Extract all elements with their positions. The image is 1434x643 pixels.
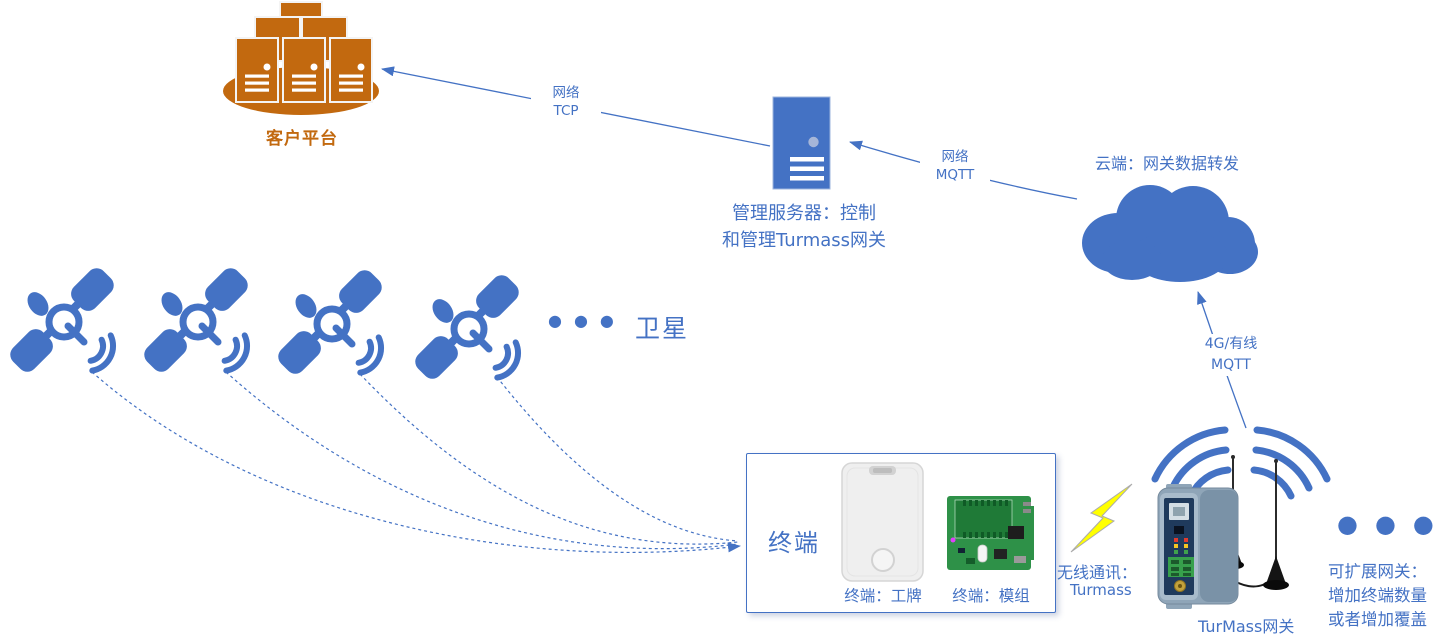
expansion-label-line3: 或者增加覆盖 — [1328, 610, 1427, 629]
customer-platform-label: 客户平台 — [266, 129, 338, 149]
satellite-icon — [6, 264, 118, 376]
module-caption: 终端：模组 — [952, 587, 1030, 605]
management-server-icon — [772, 96, 831, 190]
terminal-block — [1168, 557, 1194, 577]
management-server-label-line2: 和管理Turmass网关 — [721, 230, 887, 251]
module-pcb — [947, 496, 1034, 570]
satellite-icon — [140, 264, 252, 376]
platform-tower — [282, 37, 326, 103]
pcb-chip — [994, 549, 1007, 559]
tcp-link-label-line1: 网络 — [552, 85, 580, 101]
cloud-label: 云端：网关数据转发 — [1095, 154, 1240, 173]
customer-platform-icon — [223, 1, 379, 115]
gateway-uplink-label: 4G/有线 MQTT — [1193, 334, 1269, 376]
satellite-downlink-curve — [91, 371, 741, 553]
satellite-more-dots: ●●● — [548, 311, 626, 330]
wireless-link-label-line2: Turmass — [1070, 581, 1132, 599]
satellite-downlink-curve — [496, 376, 739, 542]
cloud-mqtt-link-label: 网络 MQTT — [920, 148, 990, 184]
satellite-icon — [274, 266, 386, 378]
gateway-device — [1157, 455, 1289, 609]
expansion-label-line2: 增加终端数量 — [1328, 586, 1427, 605]
tcp-link-label-line2: TCP — [553, 103, 579, 119]
expansion-label-line1: 可扩展网关： — [1328, 562, 1427, 581]
pcb-led — [950, 537, 956, 543]
management-server-label: 管理服务器：控制 和管理Turmass网关 — [716, 200, 892, 254]
expansion-dots: ●●● — [1337, 510, 1434, 538]
terminal-group-label: 终端 — [768, 529, 820, 557]
cloud-mqtt-link-label-line2: MQTT — [935, 167, 975, 183]
badge-device — [841, 462, 924, 582]
antenna — [1263, 459, 1289, 590]
satellite-downlink-curve — [359, 373, 739, 545]
satellite-label: 卫星 — [635, 314, 690, 343]
management-server-label-line1: 管理服务器：控制 — [732, 203, 876, 224]
expansion-label: 可扩展网关： 增加终端数量 或者增加覆盖 — [1328, 560, 1427, 632]
status-leds — [1174, 538, 1188, 554]
tcp-link-label: 网络 TCP — [531, 84, 601, 120]
gateway-uplink-label-line2: MQTT — [1211, 357, 1251, 373]
wifi-arcs-right-icon — [1250, 426, 1331, 500]
badge-button — [871, 548, 895, 572]
gateway-uplink-label-line1: 4G/有线 — [1204, 336, 1258, 352]
cloud-icon — [1082, 185, 1258, 282]
platform-tower — [235, 37, 279, 103]
cloud-mqtt-link-label-line1: 网络 — [941, 149, 969, 165]
pcb-chip — [1008, 526, 1024, 539]
lightning-icon — [1070, 483, 1133, 553]
satellite-downlink-curve — [225, 371, 739, 550]
wireless-link-label-line1: 无线通讯： — [1057, 563, 1138, 582]
gateway-label: TurMass网关 — [1198, 617, 1295, 636]
satellite-icon — [411, 271, 523, 383]
badge-caption: 终端：工牌 — [844, 587, 922, 605]
platform-tower — [329, 37, 373, 103]
